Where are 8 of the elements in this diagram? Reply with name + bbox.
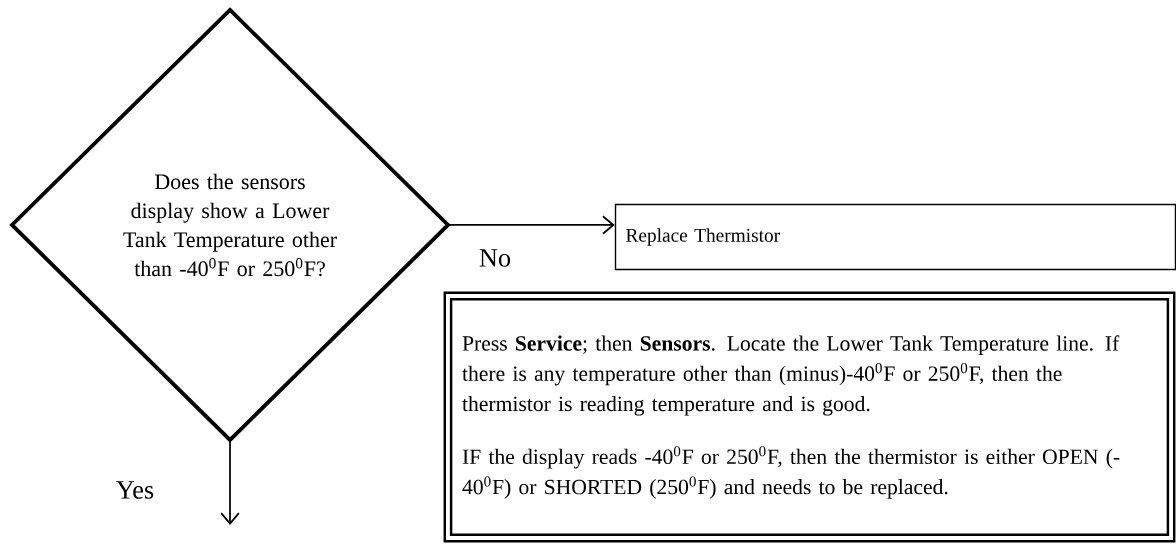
- edge-label: Yes: [116, 481, 154, 499]
- arrow: [447, 215, 615, 235]
- note-text: Press Service; then Sensors. Locate the Lower Tank Temperature line. If there is any temperature other than (minus)-40$^{0}$F or 250$^{0}$F, then the thermistor is reading temperature and is good.: [462, 335, 1120, 416]
- note-text: IF the display reads -40$^{0}$F or 250$^{0}$F, then the thermistor is either OPEN (-40$^{0}$F) or SHORTED (250$^{0}$F) and needs to be replaced.: [462, 446, 1120, 499]
- process-box: Replace Thermistor: [614, 203, 1176, 271]
- note-box: [443, 291, 1176, 543]
- edge-label: No: [479, 249, 511, 267]
- arrow: [220, 439, 240, 525]
